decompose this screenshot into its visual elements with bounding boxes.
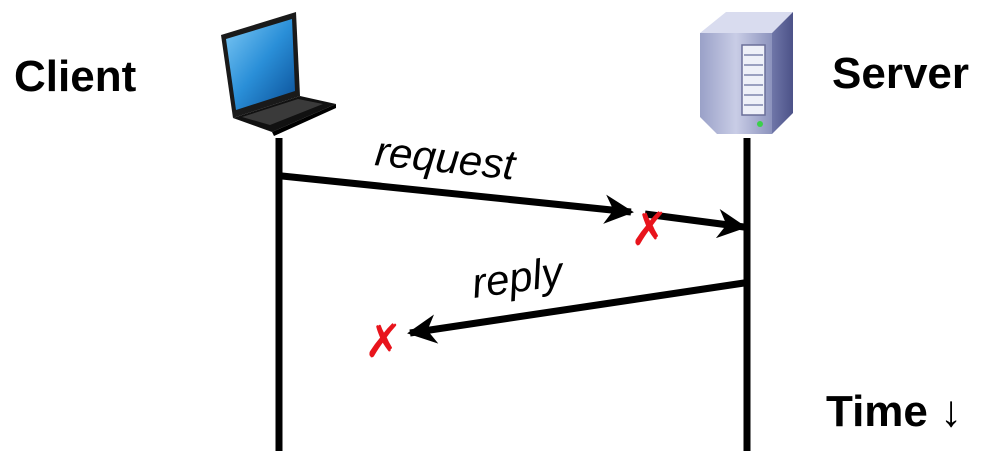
reply-label: reply [469, 247, 569, 307]
time-label: Time ↓ [826, 387, 962, 436]
laptop-icon [221, 12, 336, 136]
request-loss-mark: ✗ [630, 202, 669, 256]
server-label: Server [832, 49, 969, 98]
reply-loss-mark: ✗ [364, 314, 403, 368]
request-arrow [644, 208, 747, 239]
server-tower-icon [700, 12, 793, 134]
request-arrow-lost [281, 172, 634, 224]
request-label: request [373, 127, 520, 189]
time-arrow-glyph: ↓ [940, 387, 962, 436]
client-label: Client [14, 52, 137, 101]
reply-arrow [407, 279, 745, 344]
